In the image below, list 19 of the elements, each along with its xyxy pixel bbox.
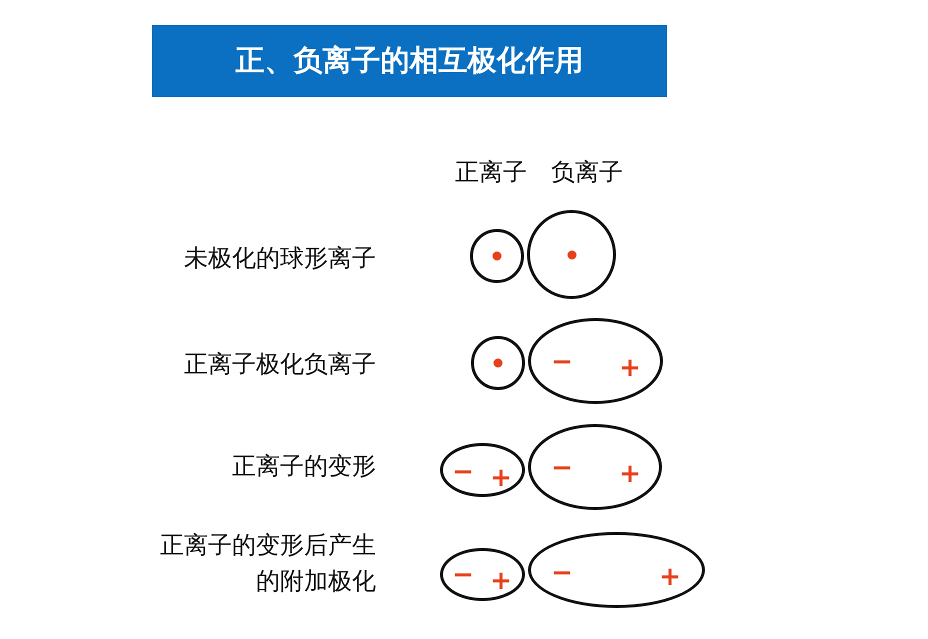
charge-sign: +: [619, 355, 641, 381]
charge-sign: +: [490, 465, 512, 491]
charge-sign: −: [551, 560, 573, 586]
charge-sign: +: [490, 568, 512, 594]
ion-circle: [470, 229, 524, 283]
ion-circle: [471, 336, 525, 390]
row-label: 正离子的变形后产生的附加极化: [159, 530, 376, 597]
title-banner: 正、负离子的相互极化作用: [152, 25, 667, 97]
charge-sign: +: [619, 461, 641, 487]
charge-sign: −: [452, 562, 474, 588]
row-label: 正离子的变形: [231, 451, 376, 482]
column-heading: 负离子: [551, 157, 623, 188]
row-label: 正离子极化负离子: [183, 349, 376, 380]
charge-sign: +: [659, 564, 681, 590]
row-label: 未极化的球形离子: [183, 243, 376, 274]
charge-sign: −: [452, 459, 474, 485]
charge-sign: −: [551, 349, 573, 375]
charge-sign: −: [551, 455, 573, 481]
column-heading: 正离子: [455, 157, 527, 188]
